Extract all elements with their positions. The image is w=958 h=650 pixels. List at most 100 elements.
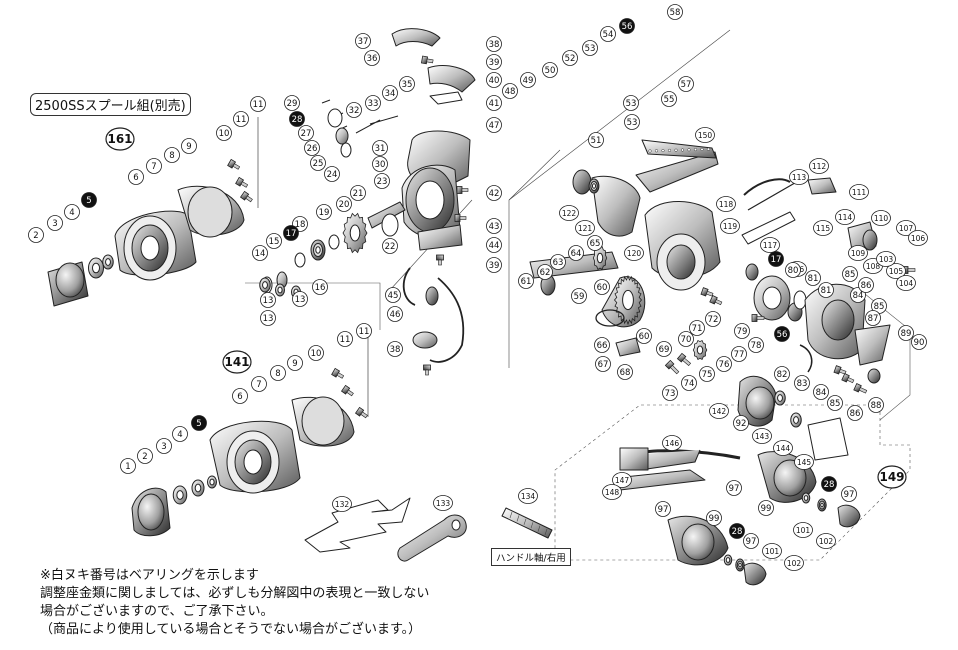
callout-circle xyxy=(260,310,276,326)
callout-number: 65 xyxy=(590,239,601,249)
part-callout: 13 xyxy=(260,292,276,308)
callout-number: 66 xyxy=(597,341,608,351)
callout-number: 143 xyxy=(755,432,770,441)
part-callout: 85 xyxy=(842,266,858,282)
callout-circle xyxy=(729,523,745,539)
callout-number: 9 xyxy=(292,359,297,369)
pinion-gear-bore xyxy=(349,224,361,242)
screw-shank xyxy=(705,290,714,297)
callout-number: 13 xyxy=(295,295,306,305)
callout-number: 26 xyxy=(307,144,318,154)
part-callout: 81 xyxy=(818,282,834,298)
callout-circle xyxy=(848,245,868,261)
callout-number: 68 xyxy=(620,368,631,378)
washer-hole xyxy=(262,281,268,289)
callout-circle xyxy=(847,405,863,421)
callout-circle xyxy=(64,204,80,220)
callout-number: 8 xyxy=(169,151,174,161)
callout-number: 63 xyxy=(553,258,564,268)
callout-number: 149 xyxy=(879,470,904,484)
screw xyxy=(709,295,723,306)
reel-foot-hole xyxy=(700,147,704,151)
bearing-callout: 5 xyxy=(191,415,207,431)
callout-number: 4 xyxy=(177,430,182,440)
part-callout: 88 xyxy=(868,397,884,413)
callout-number: 43 xyxy=(489,222,500,232)
callout-number: 48 xyxy=(505,87,516,97)
part-callout: 62 xyxy=(537,264,553,280)
callout-number: 84 xyxy=(816,388,827,398)
part-callout: 132 xyxy=(332,496,352,512)
callout-circle xyxy=(191,415,207,431)
callout-number: 52 xyxy=(565,54,576,64)
callout-circle xyxy=(773,440,793,456)
callout-circle xyxy=(699,366,715,382)
callout-number: 8 xyxy=(275,369,280,379)
callout-circle xyxy=(233,111,249,127)
screw-head xyxy=(751,314,758,322)
callout-circle xyxy=(743,533,759,549)
part-callout: 2 xyxy=(28,227,44,243)
callout-number: 25 xyxy=(313,159,324,169)
part-callout: 101 xyxy=(793,522,813,538)
callout-circle xyxy=(537,264,553,280)
callout-number: 145 xyxy=(797,458,812,467)
part-callout: 83 xyxy=(794,375,810,391)
bail-clip xyxy=(425,286,439,306)
screw-head xyxy=(436,254,444,261)
part-callout: 99 xyxy=(758,500,774,516)
part-callout: 4 xyxy=(172,426,188,442)
thread xyxy=(530,522,534,529)
part-callout: 110 xyxy=(871,210,891,226)
part-callout: 69 xyxy=(656,341,672,357)
washer-hole xyxy=(194,483,202,493)
washer-hole xyxy=(209,478,215,486)
callout-number: 53 xyxy=(627,118,638,128)
callout-circle xyxy=(260,292,276,308)
part-callout: 89 xyxy=(898,325,914,341)
bearing-bore xyxy=(820,502,824,508)
part-callout: 1 xyxy=(120,458,136,474)
callout-circle xyxy=(624,245,644,261)
callout-circle xyxy=(374,173,390,189)
callout-number: 76 xyxy=(719,360,730,370)
screw-head xyxy=(420,55,429,65)
spool-skirt-inner xyxy=(301,396,345,446)
callout-circle xyxy=(250,96,266,112)
callout-number: 20 xyxy=(339,200,350,210)
part-callout: 84 xyxy=(813,384,829,400)
callout-circle xyxy=(681,375,697,391)
callout-number: 38 xyxy=(390,345,401,355)
part-callout: 9 xyxy=(287,355,303,371)
callout-circle xyxy=(661,91,677,107)
screw-shank xyxy=(425,369,429,376)
part-callout: 72 xyxy=(705,311,721,327)
part-callout: 97 xyxy=(655,501,671,517)
callout-number: 28 xyxy=(732,527,743,537)
part-callout: 54 xyxy=(600,26,616,42)
callout-circle xyxy=(252,245,268,261)
thread xyxy=(523,518,527,525)
part-callout: 85 xyxy=(827,395,843,411)
part-callout: 39 xyxy=(486,54,502,70)
callout-circle xyxy=(877,465,907,489)
part-callout: 49 xyxy=(520,72,536,88)
bail-arm-cap xyxy=(391,28,441,47)
callout-circle xyxy=(486,72,502,88)
part-callout: 15 xyxy=(266,233,282,249)
washer-hole xyxy=(803,495,809,501)
callout-number: 44 xyxy=(489,241,500,251)
reel-foot-top xyxy=(641,139,717,159)
part-callout: 19 xyxy=(316,204,332,220)
body-bore-core xyxy=(666,244,696,280)
callout-circle xyxy=(298,125,314,141)
callout-circle xyxy=(835,209,855,225)
part-callout: 6 xyxy=(128,169,144,185)
part-callout: 43 xyxy=(486,218,502,234)
callout-number: 39 xyxy=(489,58,500,68)
part-callout: 81 xyxy=(805,270,821,286)
callout-circle xyxy=(667,4,683,20)
washer xyxy=(793,290,807,310)
callout-number: 86 xyxy=(861,281,872,291)
callout-number: 75 xyxy=(702,370,713,380)
